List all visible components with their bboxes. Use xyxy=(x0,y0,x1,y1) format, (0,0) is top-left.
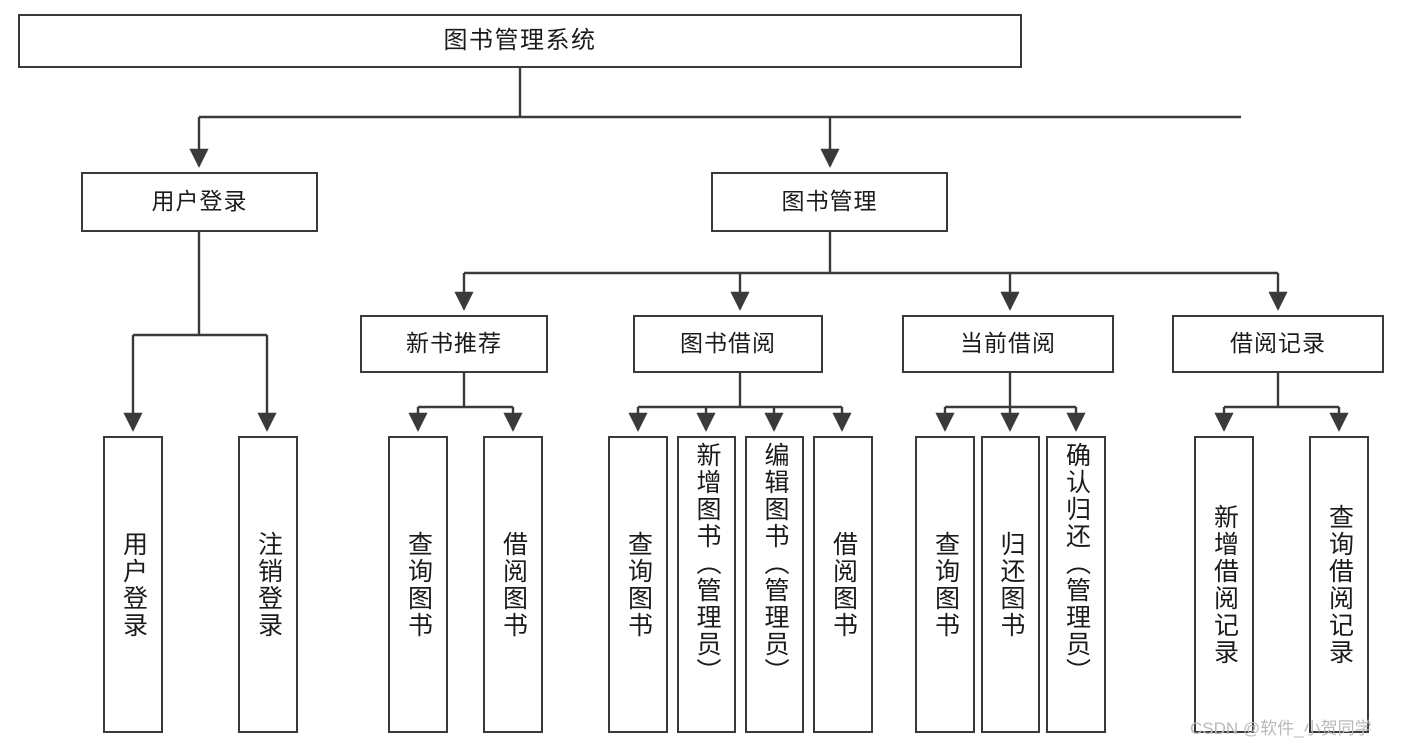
leaf-query-book-1[interactable]: 查询图书 xyxy=(388,436,448,733)
leaf-edit-book-label: 编辑图书（管理员） xyxy=(761,442,789,685)
leaf-confirm-return[interactable]: 确认归还（管理员） xyxy=(1046,436,1106,733)
leaf-borrow-book-1[interactable]: 借阅图书 xyxy=(483,436,543,733)
node-book-manage-label: 图书管理 xyxy=(781,188,878,215)
node-book-manage[interactable]: 图书管理 xyxy=(711,172,948,232)
node-current-borrow[interactable]: 当前借阅 xyxy=(902,315,1114,373)
leaf-user-login-label: 用户登录 xyxy=(119,530,148,639)
leaf-user-login[interactable]: 用户登录 xyxy=(103,436,163,733)
leaf-borrow-book-2-label: 借阅图书 xyxy=(829,530,858,639)
node-book-borrow-label: 图书借阅 xyxy=(680,330,776,357)
leaf-add-book-label: 新增图书（管理员） xyxy=(693,442,721,685)
node-root[interactable]: 图书管理系统 xyxy=(18,14,1022,68)
leaf-query-record[interactable]: 查询借阅记录 xyxy=(1309,436,1369,733)
node-user-login-label: 用户登录 xyxy=(151,188,248,215)
node-new-book-recommend[interactable]: 新书推荐 xyxy=(360,315,548,373)
leaf-user-logout-label: 注销登录 xyxy=(254,530,283,639)
leaf-return-book-label: 归还图书 xyxy=(997,530,1025,639)
leaf-edit-book[interactable]: 编辑图书（管理员） xyxy=(745,436,804,733)
node-current-borrow-label: 当前借阅 xyxy=(960,330,1056,357)
leaf-query-book-2-label: 查询图书 xyxy=(624,530,653,639)
node-borrow-record-label: 借阅记录 xyxy=(1230,330,1326,357)
leaf-user-logout[interactable]: 注销登录 xyxy=(238,436,298,733)
leaf-query-book-3-label: 查询图书 xyxy=(931,530,960,639)
node-new-book-recommend-label: 新书推荐 xyxy=(406,330,502,357)
leaf-return-book[interactable]: 归还图书 xyxy=(981,436,1040,733)
node-borrow-record[interactable]: 借阅记录 xyxy=(1172,315,1384,373)
leaf-query-book-2[interactable]: 查询图书 xyxy=(608,436,668,733)
leaf-add-book[interactable]: 新增图书（管理员） xyxy=(677,436,736,733)
leaf-borrow-book-2[interactable]: 借阅图书 xyxy=(813,436,873,733)
leaf-add-record-label: 新增借阅记录 xyxy=(1210,503,1239,666)
leaf-query-record-label: 查询借阅记录 xyxy=(1325,503,1354,666)
leaf-query-book-3[interactable]: 查询图书 xyxy=(915,436,975,733)
leaf-add-record[interactable]: 新增借阅记录 xyxy=(1194,436,1254,733)
node-root-label: 图书管理系统 xyxy=(443,26,597,54)
watermark: CSDN @软件_小贺同学 xyxy=(1190,719,1372,738)
node-user-login[interactable]: 用户登录 xyxy=(81,172,318,232)
node-book-borrow[interactable]: 图书借阅 xyxy=(633,315,823,373)
leaf-query-book-1-label: 查询图书 xyxy=(404,530,433,639)
leaf-confirm-return-label: 确认归还（管理员） xyxy=(1062,442,1091,685)
leaf-borrow-book-1-label: 借阅图书 xyxy=(499,530,528,639)
